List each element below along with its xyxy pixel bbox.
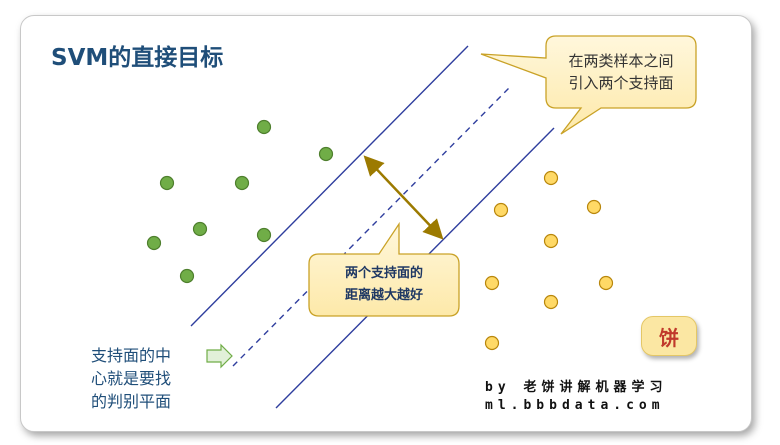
callout-top-text: 在两类样本之间 引入两个支持面 bbox=[546, 36, 696, 108]
class-a-point bbox=[146, 235, 162, 251]
logo-badge: 饼 bbox=[641, 316, 697, 356]
pointer-arrow-icon bbox=[206, 343, 233, 369]
class-b-point bbox=[543, 170, 559, 186]
callout-mid-bubble bbox=[308, 221, 460, 317]
class-a-point bbox=[234, 175, 250, 191]
class-a-point bbox=[159, 175, 175, 191]
support-plane-upper bbox=[190, 45, 469, 327]
callout-mid-line1: 两个支持面的 bbox=[344, 266, 423, 281]
class-b-point bbox=[484, 335, 500, 351]
credit-author: by 老饼讲解机器学习 bbox=[485, 380, 668, 395]
svm-diagram bbox=[146, 35, 697, 409]
credit-url: ml.bbbdata.com bbox=[485, 398, 665, 413]
callout-top-line1: 在两类样本之间 bbox=[568, 52, 674, 70]
decision-plane bbox=[232, 85, 512, 367]
left-note-line3: 的判别平面 bbox=[91, 392, 172, 411]
page-title: SVM的直接目标 bbox=[51, 45, 224, 71]
class-a-point bbox=[256, 227, 272, 243]
callout-top-line2: 引入两个支持面 bbox=[568, 74, 674, 92]
class-a-points bbox=[146, 119, 334, 284]
slide: SVM的直接目标 bbox=[20, 15, 752, 432]
class-b-point bbox=[484, 275, 500, 291]
class-a-point bbox=[192, 221, 208, 237]
class-a-point bbox=[179, 268, 195, 284]
left-note-line2: 心就是要找 bbox=[91, 369, 172, 388]
callout-mid-line2: 距离越大越好 bbox=[344, 288, 423, 303]
class-b-points bbox=[484, 170, 614, 351]
class-a-point bbox=[318, 146, 334, 162]
class-b-point bbox=[493, 202, 509, 218]
class-a-point bbox=[256, 119, 272, 135]
class-b-point bbox=[543, 294, 559, 310]
left-note-line1: 支持面的中 bbox=[91, 346, 172, 365]
class-b-point bbox=[543, 233, 559, 249]
class-b-point bbox=[586, 199, 602, 215]
callout-top-bubble bbox=[480, 35, 697, 135]
class-b-point bbox=[598, 275, 614, 291]
left-note: 支持面的中 心就是要找 的判别平面 bbox=[91, 344, 201, 413]
callout-mid-text: 两个支持面的 距离越大越好 bbox=[309, 254, 459, 316]
margin-arrow bbox=[363, 155, 444, 240]
